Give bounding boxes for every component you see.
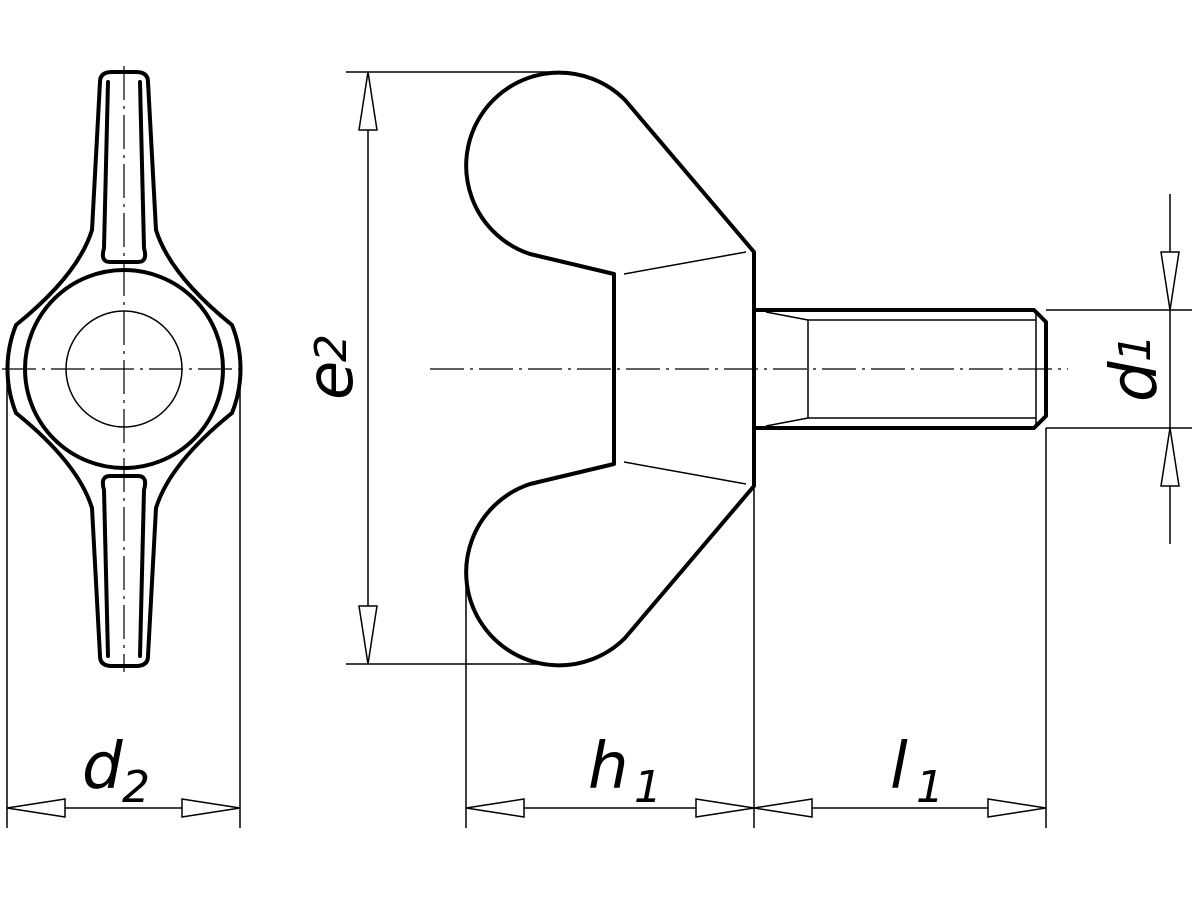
- l1-label-symbol: l: [890, 730, 908, 804]
- h1-label-symbol: h: [588, 730, 629, 804]
- side-view-wing-body: [464, 70, 756, 668]
- h1-label-subscript: 1: [634, 762, 662, 813]
- d2-arrow-right: [181, 798, 241, 818]
- h1-arrow-left: [465, 798, 525, 818]
- h1-arrow-right: [695, 798, 755, 818]
- d1-arrow-top: [1160, 251, 1180, 311]
- l1-arrow-left: [753, 798, 813, 818]
- d2-label-symbol: d: [82, 730, 123, 804]
- d1-arrow-bottom: [1160, 427, 1180, 487]
- front-view: [2, 66, 246, 672]
- e2-label-subscript: 2: [306, 334, 357, 362]
- dimension-d2: d 2: [6, 369, 241, 828]
- undercut-line-bottom: [765, 417, 809, 427]
- side-view: [430, 70, 1068, 668]
- dimension-e2: e 2: [294, 71, 555, 665]
- e2-arrow-bottom: [358, 605, 378, 665]
- side-view-wing-line-top: [623, 251, 747, 275]
- undercut-line-top: [765, 311, 809, 321]
- l1-label-subscript: 1: [916, 762, 944, 813]
- e2-arrow-top: [358, 71, 378, 131]
- d2-label-subscript: 2: [122, 762, 150, 813]
- dimension-l1: l 1: [753, 428, 1047, 828]
- d2-arrow-left: [6, 798, 66, 818]
- e2-label-symbol: e: [294, 361, 368, 400]
- dimension-d1: d 1: [1046, 194, 1192, 544]
- dimension-h1: h 1: [465, 486, 755, 828]
- d1-label-symbol: d: [1098, 361, 1172, 402]
- d1-label-subscript: 1: [1110, 334, 1161, 362]
- l1-arrow-right: [987, 798, 1047, 818]
- side-view-wing-line-bottom: [623, 461, 747, 485]
